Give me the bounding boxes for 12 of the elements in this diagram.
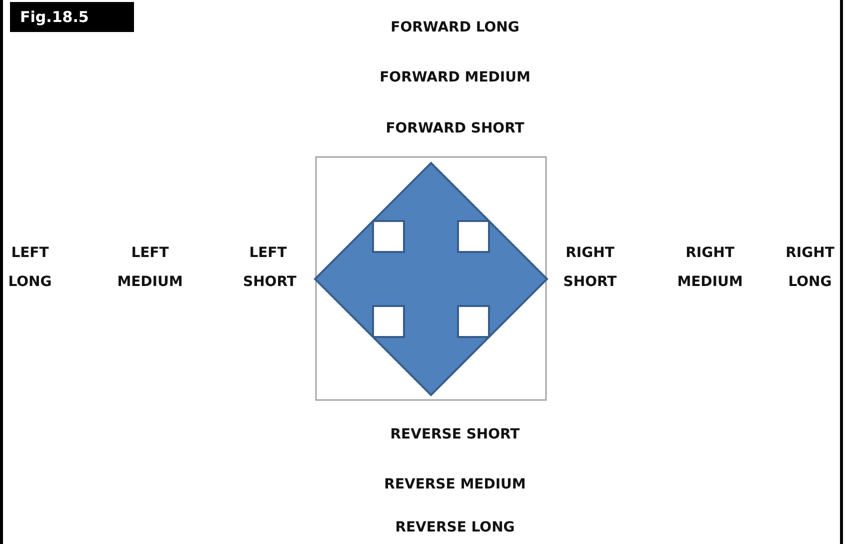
direction-label: RIGHT SHORT xyxy=(562,244,618,292)
direction-label: FORWARD SHORT xyxy=(386,120,524,138)
direction-label: FORWARD LONG xyxy=(390,18,520,38)
direction-label: LEFT MEDIUM xyxy=(116,244,184,292)
direction-label: RIGHT LONG xyxy=(784,244,836,292)
direction-label: REVERSE MEDIUM xyxy=(384,476,526,494)
direction-label: FORWARD MEDIUM xyxy=(380,68,530,88)
direction-label: REVERSE LONG xyxy=(395,518,515,538)
direction-label: LEFT LONG xyxy=(7,244,53,292)
direction-label: RIGHT MEDIUM xyxy=(676,244,744,292)
direction-label: REVERSE SHORT xyxy=(390,426,520,444)
figure-title: Fig.18.5 xyxy=(10,2,134,32)
